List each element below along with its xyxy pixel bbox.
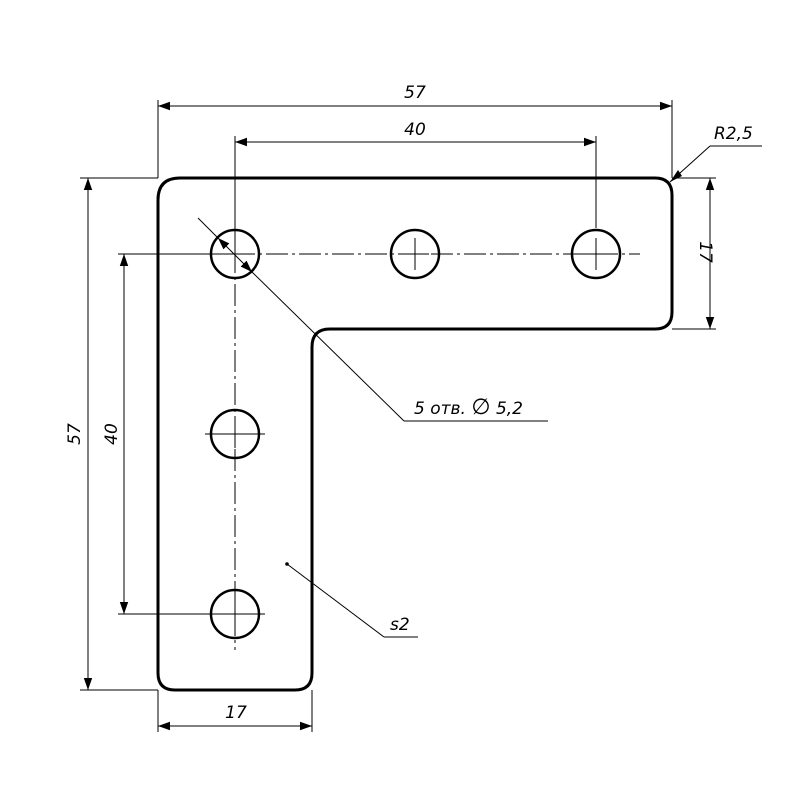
dimension-overall-height: 57: [65, 177, 158, 691]
dimension-overall-width: 57: [157, 83, 673, 178]
part-outline: [156, 176, 674, 692]
dimension-holes-vertical: 40: [102, 253, 235, 615]
thickness-label: s2: [390, 615, 410, 635]
dimension-holes-horizontal: 40: [234, 120, 597, 228]
dimension-arm-height: 17: [672, 177, 716, 330]
hole-diameter-callout: 5 отв. ∅ 5,2: [197, 217, 548, 422]
corner-radius-callout: R2,5: [669, 124, 762, 183]
hole-middle-left: [205, 408, 265, 460]
arm-width-label: 17: [225, 703, 247, 723]
holes-vertical-label: 40: [102, 423, 122, 445]
hole-top-middle: [389, 228, 441, 280]
holes-horizontal-label: 40: [404, 120, 426, 140]
hole-top-right: [570, 228, 622, 280]
arm-height-label: 17: [695, 241, 715, 263]
thickness-callout: s2: [285, 562, 418, 638]
diameter-symbol: ∅: [471, 395, 490, 420]
overall-width-label: 57: [404, 83, 426, 103]
corner-radius-label: R2,5: [714, 124, 753, 144]
dimension-arm-width: 17: [157, 690, 313, 732]
overall-height-label: 57: [65, 423, 85, 445]
holes-count-text: 5 отв.: [414, 399, 466, 419]
holes-note: 5 отв. ∅ 5,2: [414, 395, 523, 420]
holes-diameter-value: 5,2: [496, 399, 523, 419]
